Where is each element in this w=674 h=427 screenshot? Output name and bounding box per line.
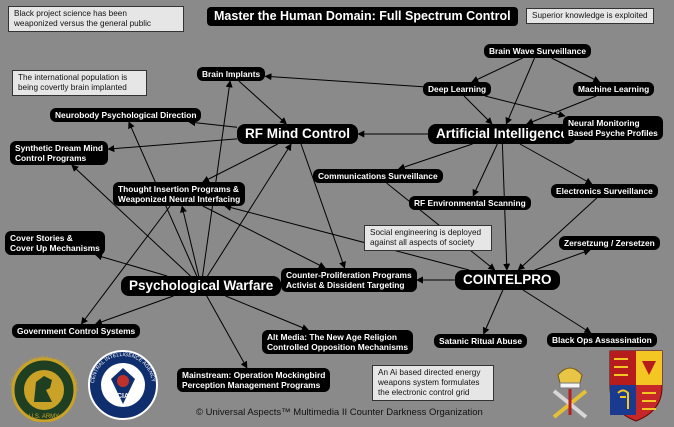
edge-thought-insertion-to-government-control-systems xyxy=(80,205,171,325)
node-brain-implants: Brain Implants xyxy=(197,67,266,81)
edge-deep-learning-to-artificial-intelligence xyxy=(463,95,493,125)
node-black-ops-assassination: Black Ops Assassination xyxy=(547,333,657,347)
note-ai-weapons: An Ai based directed energy weapons syst… xyxy=(372,365,494,401)
node-satanic-ritual-abuse: Satanic Ritual Abuse xyxy=(434,334,527,348)
node-thought-insertion: Thought Insertion Programs & Weaponized … xyxy=(113,182,246,206)
note-social-engineering: Social engineering is deployed against a… xyxy=(364,225,492,251)
edge-machine-learning-to-artificial-intelligence xyxy=(526,95,597,125)
node-psychological-warfare: Psychological Warfare xyxy=(121,276,282,296)
node-zersetzung: Zersetzung / Zersetzen xyxy=(559,236,660,250)
diagram-title: Master the Human Domain: Full Spectrum C… xyxy=(207,7,518,26)
node-neurobody-psychological-direction: Neurobody Psychological Direction xyxy=(50,108,202,122)
node-machine-learning: Machine Learning xyxy=(573,82,655,96)
edge-psychological-warfare-to-alt-media xyxy=(225,295,309,331)
note-superior-knowledge: Superior knowledge is exploited xyxy=(526,8,654,24)
edge-brain-implants-to-rf-mind-control xyxy=(238,80,287,125)
node-rf-mind-control: RF Mind Control xyxy=(237,124,358,144)
edge-psychological-warfare-to-synthetic-dream xyxy=(71,164,191,277)
footer-copyright: © Universal Aspects™ Multimedia II Count… xyxy=(196,407,483,418)
edge-deep-learning-to-neural-monitoring xyxy=(484,95,566,118)
edge-psychological-warfare-to-government-control-systems xyxy=(94,295,174,326)
node-alt-media: Alt Media: The New Age Religion Controll… xyxy=(262,330,413,354)
papal-keys-emblem-icon xyxy=(552,367,588,419)
node-counter-proliferation: Counter-Proliferation Programs Activist … xyxy=(281,268,417,292)
node-brain-wave-surveillance: Brain Wave Surveillance xyxy=(484,44,591,58)
edge-rf-mind-control-to-counter-proliferation xyxy=(300,143,346,269)
edge-cointelpro-to-zersetzung xyxy=(534,248,591,271)
edge-psychological-warfare-to-thought-insertion xyxy=(180,205,200,277)
node-cointelpro: COINTELPRO xyxy=(455,270,560,290)
edge-thought-insertion-to-counter-proliferation xyxy=(202,205,326,269)
edge-brain-wave-surveillance-to-artificial-intelligence xyxy=(505,57,535,125)
royal-coat-of-arms-icon xyxy=(609,350,663,422)
edge-cointelpro-to-black-ops-assassination xyxy=(522,289,592,334)
edge-rf-mind-control-to-thought-insertion xyxy=(202,143,278,183)
node-synthetic-dream: Synthetic Dream Mind Control Programs xyxy=(10,141,108,165)
node-artificial-intelligence: Artificial Intelligence xyxy=(428,124,577,144)
edge-cointelpro-to-satanic-ritual-abuse xyxy=(482,289,504,335)
edge-psychological-warfare-to-brain-implants xyxy=(202,80,233,277)
psyops-army-seal-icon: PSYCHOLOGICAL OPERATIONS U.S. ARMY xyxy=(10,356,78,422)
edge-rf-mind-control-to-synthetic-dream xyxy=(107,138,238,153)
edge-cointelpro-to-thought-insertion xyxy=(224,204,470,271)
node-communications-surveillance: Communications Surveillance xyxy=(313,169,443,183)
edge-brain-wave-surveillance-to-deep-learning xyxy=(471,57,523,83)
note-black-project: Black project science has been weaponize… xyxy=(8,6,184,32)
seal-cia-center-text: CIA xyxy=(117,393,129,400)
edge-artificial-intelligence-to-electronics-surveillance xyxy=(519,143,593,185)
node-electronics-surveillance: Electronics Surveillance xyxy=(551,184,658,198)
cia-seal-icon: CENTRAL INTELLIGENCE AGENCY CIA xyxy=(88,350,158,420)
edge-psychological-warfare-to-mainstream xyxy=(206,295,248,369)
edge-psychological-warfare-to-rf-mind-control xyxy=(207,143,292,277)
edge-psychological-warfare-to-cover-stories xyxy=(95,253,168,277)
edge-deep-learning-to-brain-implants xyxy=(264,73,424,88)
node-government-control-systems: Government Control Systems xyxy=(12,324,141,338)
edge-artificial-intelligence-to-communications-surveillance xyxy=(397,143,473,171)
edge-rf-mind-control-to-neurobody-psychological-direction xyxy=(188,119,238,128)
node-neural-monitoring: Neural Monitoring Based Psyche Profiles xyxy=(563,116,663,140)
node-rf-environmental-scanning: RF Environmental Scanning xyxy=(409,196,531,210)
edge-electronics-surveillance-to-cointelpro xyxy=(517,197,598,271)
edge-brain-wave-surveillance-to-machine-learning xyxy=(551,57,601,83)
edge-artificial-intelligence-to-rf-environmental-scanning xyxy=(472,143,498,197)
seal-army-bottom-text: U.S. ARMY xyxy=(29,414,59,420)
node-deep-learning: Deep Learning xyxy=(423,82,492,96)
node-cover-stories: Cover Stories & Cover Up Mechanisms xyxy=(5,231,105,255)
note-brain-implanted: The international population is being co… xyxy=(12,70,147,96)
node-mainstream: Mainstream: Operation Mockingbird Percep… xyxy=(177,368,331,392)
